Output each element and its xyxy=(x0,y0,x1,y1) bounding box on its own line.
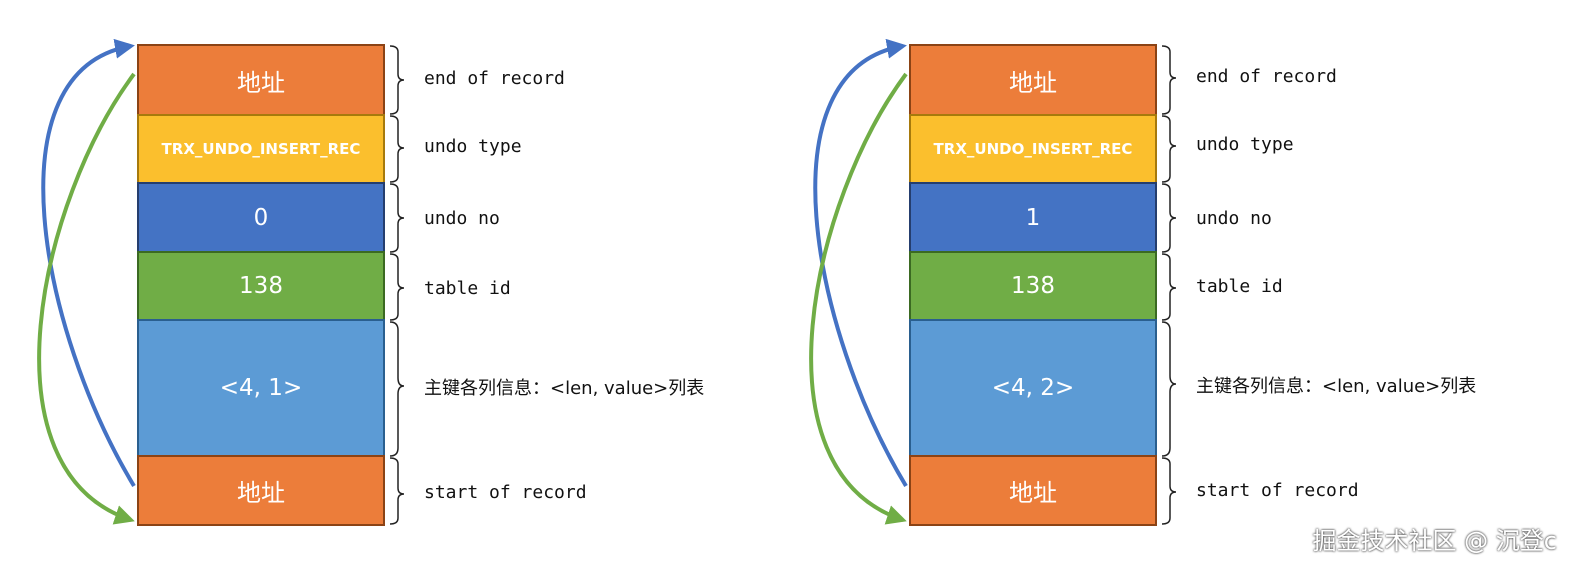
undo-no-cell: 1 xyxy=(909,182,1157,253)
undo-type-cell: TRX_UNDO_INSERT_REC xyxy=(909,114,1157,184)
table-id-cell: 138 xyxy=(909,251,1157,321)
braces-record-2 xyxy=(1161,45,1177,525)
green-arrow-record-2 xyxy=(809,72,908,525)
blue-arrow-record-2 xyxy=(813,38,908,488)
label-end-of-record: end of record xyxy=(424,68,565,89)
green-arrow-record-1 xyxy=(37,72,136,525)
label-start-of-record: start of record xyxy=(1196,480,1359,501)
label-table-id: table id xyxy=(424,278,511,299)
braces-record-1 xyxy=(389,45,405,525)
label-end-of-record: end of record xyxy=(1196,66,1337,87)
label-start-of-record: start of record xyxy=(424,482,587,503)
watermark: 掘金技术社区 @ 沉登c xyxy=(1312,527,1557,555)
label-table-id: table id xyxy=(1196,276,1283,297)
start-address-cell: 地址 xyxy=(137,455,385,526)
label-undo-no: undo no xyxy=(1196,208,1272,229)
pk-info-cell: <4, 2> xyxy=(909,319,1157,457)
label-undo-no: undo no xyxy=(424,208,500,229)
label-undo-type: undo type xyxy=(424,136,522,157)
blue-arrow-record-1 xyxy=(41,38,136,488)
label-pk-info: 主键各列信息：<len, value>列表 xyxy=(1196,376,1477,397)
label-undo-type: undo type xyxy=(1196,134,1294,155)
label-pk-info: 主键各列信息：<len, value>列表 xyxy=(424,378,705,399)
undo-no-cell: 0 xyxy=(137,182,385,253)
start-address-cell: 地址 xyxy=(909,455,1157,526)
end-address-cell: 地址 xyxy=(137,44,385,116)
